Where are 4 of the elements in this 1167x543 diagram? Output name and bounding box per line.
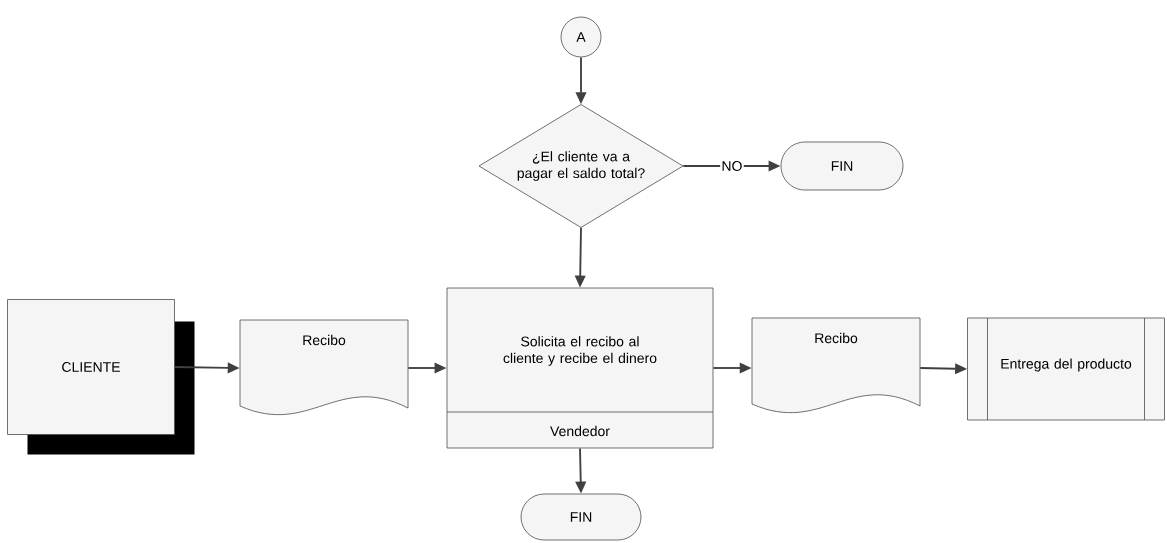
external-entity-box: CLIENTE (7, 299, 195, 455)
process-box: Solicita el recibo al cliente y recibe el dinero Vendedor (446, 287, 714, 449)
edge-label: NO (720, 159, 744, 173)
predefined-process-box: Entrega del producto (967, 317, 1165, 421)
